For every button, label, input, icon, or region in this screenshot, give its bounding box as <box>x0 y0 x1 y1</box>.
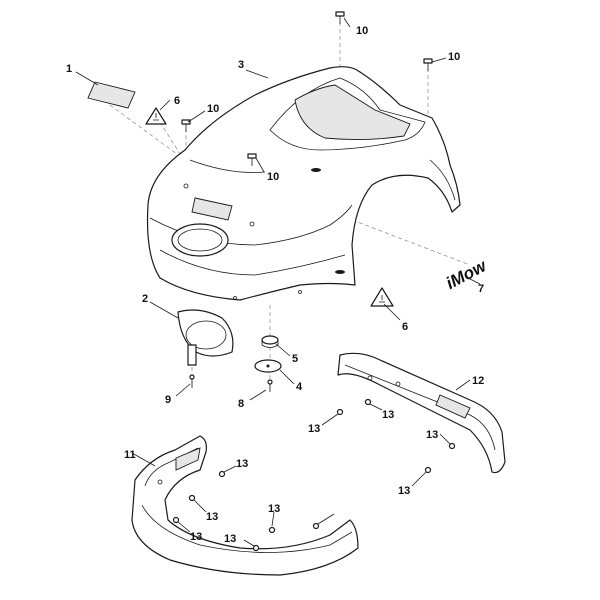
callout-10-top: 10 <box>356 25 368 37</box>
screw-icon-f5 <box>268 526 276 534</box>
callout-7: 7 <box>478 283 484 295</box>
seal-disc <box>254 359 282 373</box>
screw-icon-housing <box>189 374 195 388</box>
hood-body-shell <box>146 66 461 301</box>
callout-2: 2 <box>142 293 148 305</box>
label-plate <box>87 81 136 109</box>
callout-4: 4 <box>296 381 303 393</box>
callout-12: 12 <box>472 375 484 387</box>
screw-icon-b3 <box>448 442 456 450</box>
screw-icon-f4 <box>252 544 260 552</box>
callout-9: 9 <box>165 394 171 406</box>
screw-icon-f6 <box>312 522 320 530</box>
rear-bumper <box>337 352 506 474</box>
callout-13-c: 13 <box>426 429 438 441</box>
callout-13-d: 13 <box>398 485 410 497</box>
warning-decal-side <box>370 287 394 307</box>
callout-6-side: 6 <box>402 321 408 333</box>
screw-icon-b4 <box>424 466 432 474</box>
screw-icon-top <box>335 11 345 24</box>
callout-10-left: 10 <box>207 103 219 115</box>
callout-6-top: 6 <box>174 95 180 107</box>
callout-13-i: 13 <box>268 503 280 515</box>
screw-icon-f1 <box>218 470 226 478</box>
callout-13-g: 13 <box>190 531 202 543</box>
callout-13-a: 13 <box>308 423 320 435</box>
callout-13-f: 13 <box>206 511 218 523</box>
front-bumper <box>131 435 359 576</box>
callout-1: 1 <box>66 63 72 75</box>
screw-icon-f2 <box>188 494 196 502</box>
callout-13-b: 13 <box>382 409 394 421</box>
leader-lines <box>75 17 481 547</box>
callout-3: 3 <box>238 59 244 71</box>
screw-icon-f3 <box>172 516 180 524</box>
callout-10-center: 10 <box>267 171 279 183</box>
screw-icon-b2 <box>364 398 372 406</box>
callout-5: 5 <box>292 353 298 365</box>
callout-8: 8 <box>238 398 244 410</box>
callout-10-right: 10 <box>448 51 460 63</box>
washer <box>261 335 279 348</box>
screw-icon-small <box>267 379 273 392</box>
screw-icon-left <box>181 119 191 132</box>
callout-13-h: 13 <box>224 533 236 545</box>
warning-decal <box>145 107 167 125</box>
callout-13-e: 13 <box>236 458 248 470</box>
callout-labels: 1 3 10 10 10 10 6 6 7 2 5 4 9 8 11 12 13… <box>66 25 484 545</box>
screw-icon-right <box>423 58 433 71</box>
callout-11: 11 <box>124 449 136 461</box>
screw-icon-b1 <box>336 408 344 416</box>
lens-housing <box>177 309 234 366</box>
